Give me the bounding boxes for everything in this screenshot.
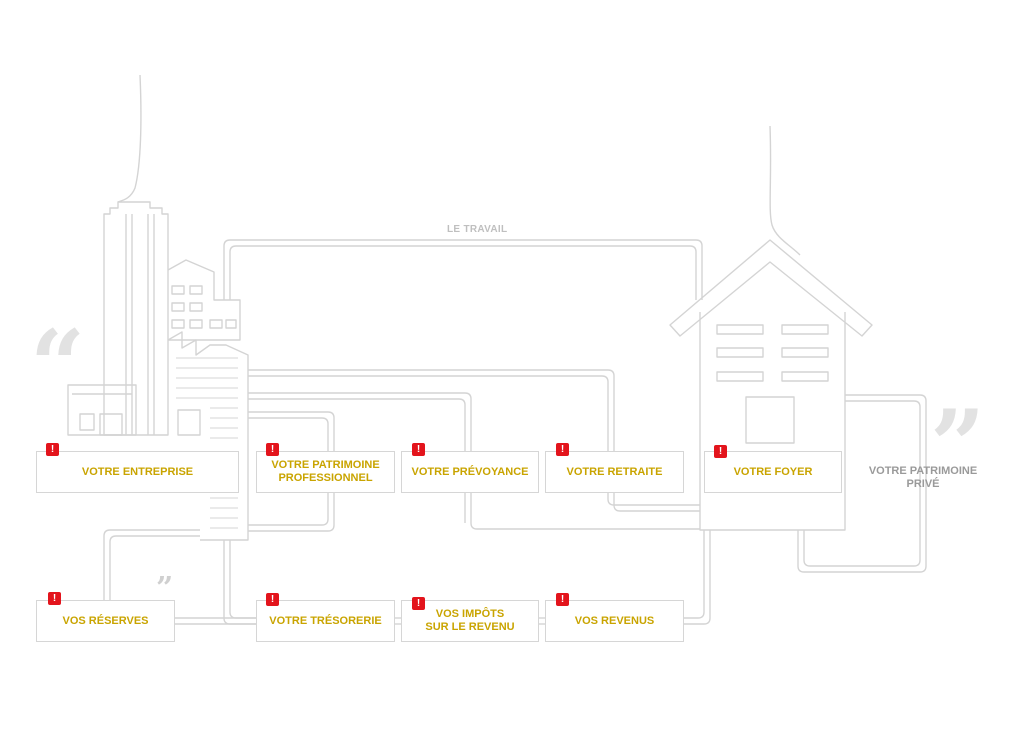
box-patrimoine-pro[interactable]: VOTRE PATRIMOINE PROFESSIONNEL	[256, 451, 395, 493]
tower-antenna	[117, 74, 142, 203]
box-label: VOTRE FOYER	[733, 465, 813, 478]
pipe-retraite	[248, 369, 700, 512]
box-label: VOTRE TRÉSORERIE	[269, 614, 382, 627]
house-pipe	[769, 125, 801, 256]
alert-icon[interactable]: !	[714, 445, 727, 458]
quote-open-icon: “	[30, 309, 86, 422]
factory-roof	[167, 331, 249, 541]
box-label: VOTRE ENTREPRISE	[81, 465, 194, 478]
alert-icon[interactable]: !	[266, 443, 279, 456]
mid-building	[167, 259, 241, 341]
alert-icon[interactable]: !	[556, 443, 569, 456]
box-reserves[interactable]: VOS RÉSERVES	[36, 600, 175, 642]
alert-icon[interactable]: !	[48, 592, 61, 605]
pipe-revenus	[684, 530, 711, 625]
box-label: VOTRE PATRIMOINE PROFESSIONNEL	[271, 459, 380, 484]
box-label: VOS IMPÔTS SUR LE REVENU	[425, 608, 515, 633]
box-retraite[interactable]: VOTRE RETRAITE	[545, 451, 684, 493]
alert-icon[interactable]: !	[266, 593, 279, 606]
alert-icon[interactable]: !	[412, 443, 425, 456]
box-revenus[interactable]: VOS REVENUS	[545, 600, 684, 642]
pipe-private	[797, 394, 927, 573]
box-tresorerie[interactable]: VOTRE TRÉSORERIE	[256, 600, 395, 642]
pipe-tresorerie	[223, 540, 256, 625]
alert-icon[interactable]: !	[412, 597, 425, 610]
pipe-reserves	[103, 529, 200, 600]
pipe-travail	[223, 239, 703, 300]
box-entreprise[interactable]: VOTRE ENTREPRISE	[36, 451, 239, 493]
box-label: VOS REVENUS	[574, 614, 655, 627]
box-prevoyance[interactable]: VOTRE PRÉVOYANCE	[401, 451, 539, 493]
box-label: VOS RÉSERVES	[62, 614, 149, 627]
house	[669, 239, 873, 337]
skyscraper	[103, 201, 169, 436]
private-assets-label[interactable]: VOTRE PATRIMOINE PRIVÉ	[868, 465, 978, 490]
work-label: LE TRAVAIL	[447, 224, 508, 235]
alert-icon[interactable]: !	[556, 593, 569, 606]
quote-close-icon: ”	[930, 389, 986, 502]
box-foyer[interactable]: VOTRE FOYER	[704, 451, 842, 493]
box-label: VOTRE PRÉVOYANCE	[411, 465, 529, 478]
alert-icon[interactable]: !	[46, 443, 59, 456]
box-label: VOTRE RETRAITE	[566, 465, 663, 478]
quote-close-small-icon: ”	[156, 571, 174, 606]
